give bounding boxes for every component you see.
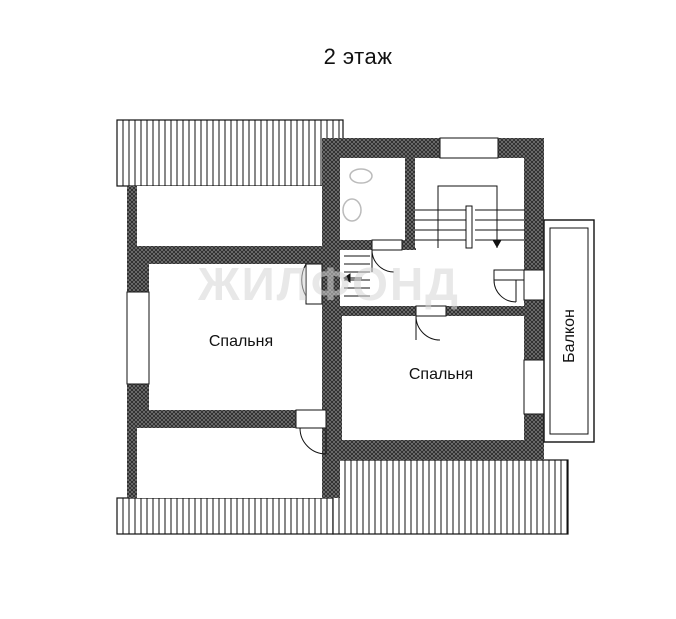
floor-title: 2 этаж xyxy=(323,44,393,69)
watermark: ЖИЛФОНД xyxy=(197,258,460,310)
wall-right-bottom xyxy=(322,440,544,460)
bedroom-right-floor xyxy=(342,316,524,440)
window-corridor xyxy=(523,269,545,301)
balcony-inner xyxy=(549,227,589,435)
bedroom-left-floor xyxy=(149,264,322,410)
door-bedroom-left xyxy=(301,263,323,305)
wall-left-mid xyxy=(127,410,332,428)
wall-right-top xyxy=(322,138,544,158)
corridor-floor xyxy=(340,250,524,306)
door-corridor-right xyxy=(493,269,525,303)
window-left xyxy=(126,291,150,385)
attic-bottom xyxy=(137,428,322,498)
room-label-bedroom-right: Спальня xyxy=(409,366,473,383)
attic-top xyxy=(137,186,322,246)
door-attic xyxy=(295,409,327,455)
sink-icon xyxy=(349,168,373,184)
staircase xyxy=(415,185,524,249)
room-label-bedroom-left: Спальня xyxy=(209,333,273,350)
room-label-balcony: Балкон xyxy=(561,309,578,363)
toilet-icon xyxy=(342,198,362,222)
wall-bath-divider xyxy=(405,158,415,248)
corridor-steps xyxy=(343,255,370,297)
roof-bottom-right xyxy=(332,459,569,535)
window-right xyxy=(523,359,545,415)
door-bathroom xyxy=(371,239,403,273)
wall-bedroom-right-left xyxy=(332,306,342,440)
wall-left-top xyxy=(127,246,332,264)
door-bedroom-right xyxy=(415,305,447,341)
roof-bottom xyxy=(116,497,334,535)
window-top xyxy=(439,137,499,159)
roof-top-left xyxy=(116,119,344,187)
